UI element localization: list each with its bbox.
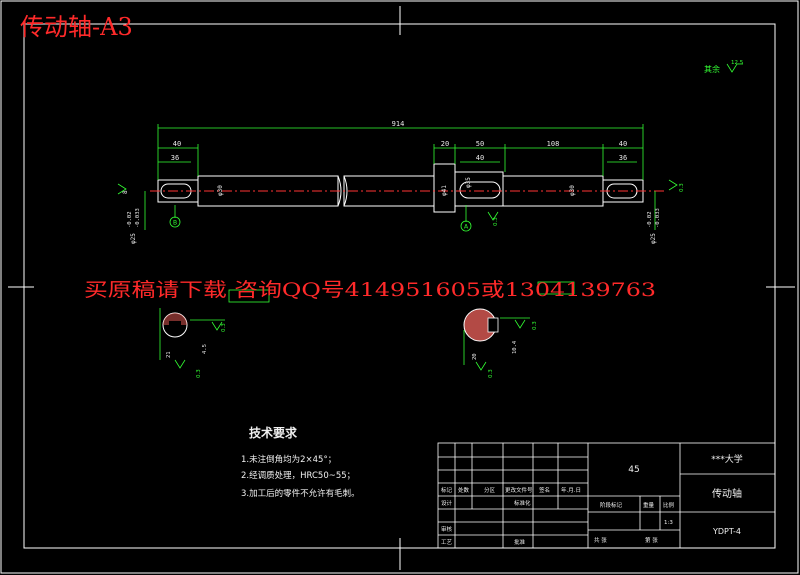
tb-approve-label: 批准 (514, 538, 526, 546)
tech-req-item-3: 3.加工后的零件不允许有毛刺。 (241, 488, 360, 499)
tb-school: ***大学 (711, 453, 743, 465)
tb-signature-label: 签名 (539, 486, 550, 494)
datum-marker-b: B (169, 216, 181, 228)
right-mid-length-dim: 108 (547, 140, 560, 148)
tech-req-item-1: 1.未注倒角均为2×45°； (241, 454, 336, 465)
overall-length-dim: 914 (392, 120, 405, 128)
right-keyway-length-dim: 36 (619, 154, 627, 162)
tb-process-label: 工艺 (441, 539, 453, 546)
tb-sheet-no-label: 第 张 (645, 536, 658, 544)
middle-length-dim: 50 (476, 140, 484, 148)
left-end-length-dim: 40 (173, 140, 181, 148)
center-key-diameter-dim: φ35 (465, 177, 472, 188)
tb-material: 45 (628, 465, 639, 475)
datum-b-label: B (173, 220, 177, 227)
shaft-main-view: 914 40 36 20 50 40 108 40 36 φ30 φ41 φ35… (117, 120, 685, 244)
right-roughness-value: 0.3 (679, 183, 685, 192)
right-tolerance-lower: -0.033 (655, 208, 661, 228)
datum-a-label: A (464, 224, 469, 231)
tb-change-doc-label: 更改文件号 (505, 486, 533, 494)
title-block: 标记 处数 分区 更改文件号 签名 年.月.日 设计 标准化 阶段标记 重量 比… (437, 442, 776, 549)
section-view-right: 20 10.4 0.3 0.3 (463, 281, 575, 378)
right-section-width: 20 (472, 353, 478, 360)
shoulder-width-dim: 20 (441, 140, 449, 148)
shaft-outline (150, 163, 665, 213)
right-section-tol: 0.3 (532, 321, 538, 330)
right-diameter-dim: φ30 (569, 185, 576, 196)
tb-date-label: 年.月.日 (561, 486, 581, 494)
left-tolerance-upper: -0.02 (127, 211, 133, 228)
surface-finish-value: 12.5 (731, 60, 744, 66)
surface-finish-note: 其余 12.5 (704, 60, 744, 74)
tb-standardize-label: 标准化 (514, 499, 531, 507)
technical-requirements: 技术要求 1.未注倒角均为2×45°； 2.经调质处理，HRC50~55； 3.… (241, 425, 360, 499)
center-diameter-dim: φ41 (441, 185, 448, 196)
dimension-lines (144, 124, 656, 230)
left-section-depth: 4.5 (202, 344, 208, 354)
left-section-tol-2: 0.3 (196, 369, 202, 378)
tb-count-label: 处数 (458, 486, 470, 494)
left-key-width-dim: 8 (122, 190, 129, 194)
tb-sheets-total-label: 共 张 (594, 536, 607, 544)
center-roughness-value: 0.3 (493, 217, 499, 226)
tb-zone-label: 分区 (484, 486, 496, 494)
tech-req-title: 技术要求 (249, 425, 298, 440)
tb-mark-label: 标记 (441, 486, 453, 494)
section-view-left: 21 4.5 0.3 0.3 (159, 289, 270, 378)
tb-review-label: 审核 (441, 525, 453, 533)
surface-finish-label: 其余 (704, 64, 720, 74)
left-keyway-length-dim: 36 (171, 154, 179, 162)
tech-req-item-2: 2.经调质处理，HRC50~55； (241, 470, 355, 481)
right-section-tol-2: 0.3 (488, 369, 494, 378)
tb-designer-label: 设计 (441, 499, 453, 507)
right-end-length-dim: 40 (619, 140, 627, 148)
tb-drawing-no: YDPT-4 (712, 527, 741, 536)
tb-scale-value: 1:3 (664, 520, 673, 526)
right-section-depth: 10.4 (512, 340, 518, 354)
tb-weight-label: 重量 (643, 501, 655, 509)
right-fit-dim: φ25 (650, 233, 657, 244)
datum-marker-a: A (460, 220, 472, 232)
tb-ratio-label: 比例 (663, 501, 675, 509)
left-diameter-dim: φ30 (217, 185, 224, 196)
middle-keyway-length-dim: 40 (476, 154, 484, 162)
drawing-title: 传动轴-A3 (20, 13, 133, 41)
left-tolerance-lower: -0.033 (135, 208, 141, 228)
left-section-tol: 0.3 (221, 323, 227, 332)
tb-part-name: 传动轴 (712, 487, 742, 500)
roughness-symbols (117, 179, 678, 221)
tb-stage-mark-label: 阶段标记 (600, 501, 623, 509)
left-fit-dim: φ25 (130, 233, 137, 244)
left-section-width: 21 (166, 351, 172, 358)
watermark-text: 买原稿请下载 咨询QQ号414951605或1304139763 (84, 279, 656, 301)
right-tolerance-upper: -0.02 (647, 211, 653, 228)
